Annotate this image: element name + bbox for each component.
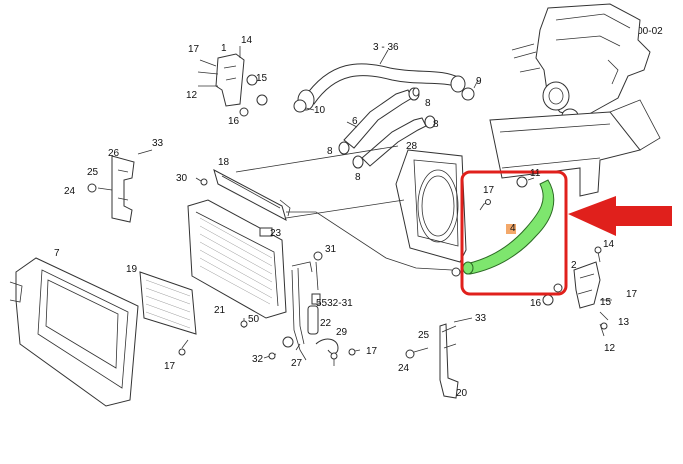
part-label: 25 — [87, 167, 99, 178]
part-label: 6 — [352, 116, 358, 127]
part-label: 29 — [336, 327, 348, 338]
part-label: 8 — [425, 98, 431, 109]
part-label: 23 — [270, 228, 282, 239]
radiator-fins — [199, 217, 273, 305]
part-label: 17 — [483, 185, 495, 196]
part-label: 19 — [126, 264, 138, 275]
part-label: 5532-31 — [316, 298, 353, 309]
condenser — [139, 271, 197, 335]
highlighted-hose — [451, 176, 555, 277]
part-label: 50 — [248, 314, 260, 325]
part-label: 27 — [291, 358, 303, 369]
part-label: 17 — [366, 346, 378, 357]
part-label: 26 — [108, 148, 120, 159]
part-label: 11 — [530, 168, 541, 179]
pointer-arrow — [568, 196, 672, 236]
part-label: 8 — [433, 119, 439, 130]
clamp-10 — [293, 99, 315, 113]
part-label: 7 — [54, 248, 60, 259]
bracket-2 — [542, 246, 612, 337]
part-label: 24 — [398, 363, 410, 374]
part-label: 16 — [228, 116, 240, 127]
frame-rail — [489, 99, 661, 197]
part-label: 16 — [530, 298, 542, 309]
highlight-box — [460, 170, 568, 296]
part-label: 33 — [475, 313, 487, 324]
charge-air-pipe — [213, 169, 291, 221]
hose-4-end — [462, 261, 474, 275]
part-label: 10 — [314, 105, 326, 116]
part-label: 32 — [252, 354, 264, 365]
part-label: 25 — [418, 330, 430, 341]
part-label: 24 — [64, 186, 76, 197]
hose-4[interactable] — [465, 179, 555, 275]
part-label: 33 — [152, 138, 164, 149]
front-panel — [9, 257, 139, 407]
bracket-20 — [405, 317, 473, 399]
ac-lines — [282, 251, 323, 361]
part-label: 9 — [476, 76, 482, 87]
part-label: 28 — [406, 141, 418, 152]
bolt-30 — [195, 177, 208, 186]
part-label: 30 — [176, 173, 188, 184]
part-label: 15 — [600, 297, 612, 308]
part-label: 21 — [214, 305, 226, 316]
part-label: 4 — [510, 223, 516, 234]
radiator-frame-lines — [235, 145, 453, 271]
clamp-9 — [461, 79, 479, 101]
part-label: 8 — [355, 172, 361, 183]
part-label: 17 — [188, 44, 200, 55]
fan-shroud — [395, 149, 467, 263]
part-label: 22 — [320, 318, 332, 329]
clip-29 — [315, 338, 339, 355]
part-label: 17 — [164, 361, 176, 372]
part-label: 2 — [571, 260, 577, 271]
upper-hose — [297, 49, 466, 111]
part-label: 14 — [241, 35, 253, 46]
diagram-code: 5400-02 — [626, 26, 663, 37]
clamps-8 — [338, 87, 436, 169]
part-label: 12 — [604, 343, 616, 354]
part-label: 8 — [327, 146, 333, 157]
part-label: 18 — [218, 157, 230, 168]
bracket-26 — [87, 149, 153, 223]
middle-hoses — [343, 89, 427, 167]
part-label: 20 — [456, 388, 468, 399]
lower-bolts — [178, 318, 361, 366]
part-label: 17 — [626, 289, 638, 300]
radiator-core — [187, 199, 313, 319]
part-label: 31 — [325, 244, 337, 255]
part-label: 1 — [221, 43, 227, 54]
part-label: 15 — [256, 73, 268, 84]
bracket-1 — [197, 46, 268, 117]
part-label: 12 — [186, 90, 198, 101]
part-number-tag — [506, 224, 516, 234]
part-label: 13 — [618, 317, 630, 328]
part-label: 3 - 36 — [373, 42, 399, 53]
part-label: 14 — [603, 239, 615, 250]
